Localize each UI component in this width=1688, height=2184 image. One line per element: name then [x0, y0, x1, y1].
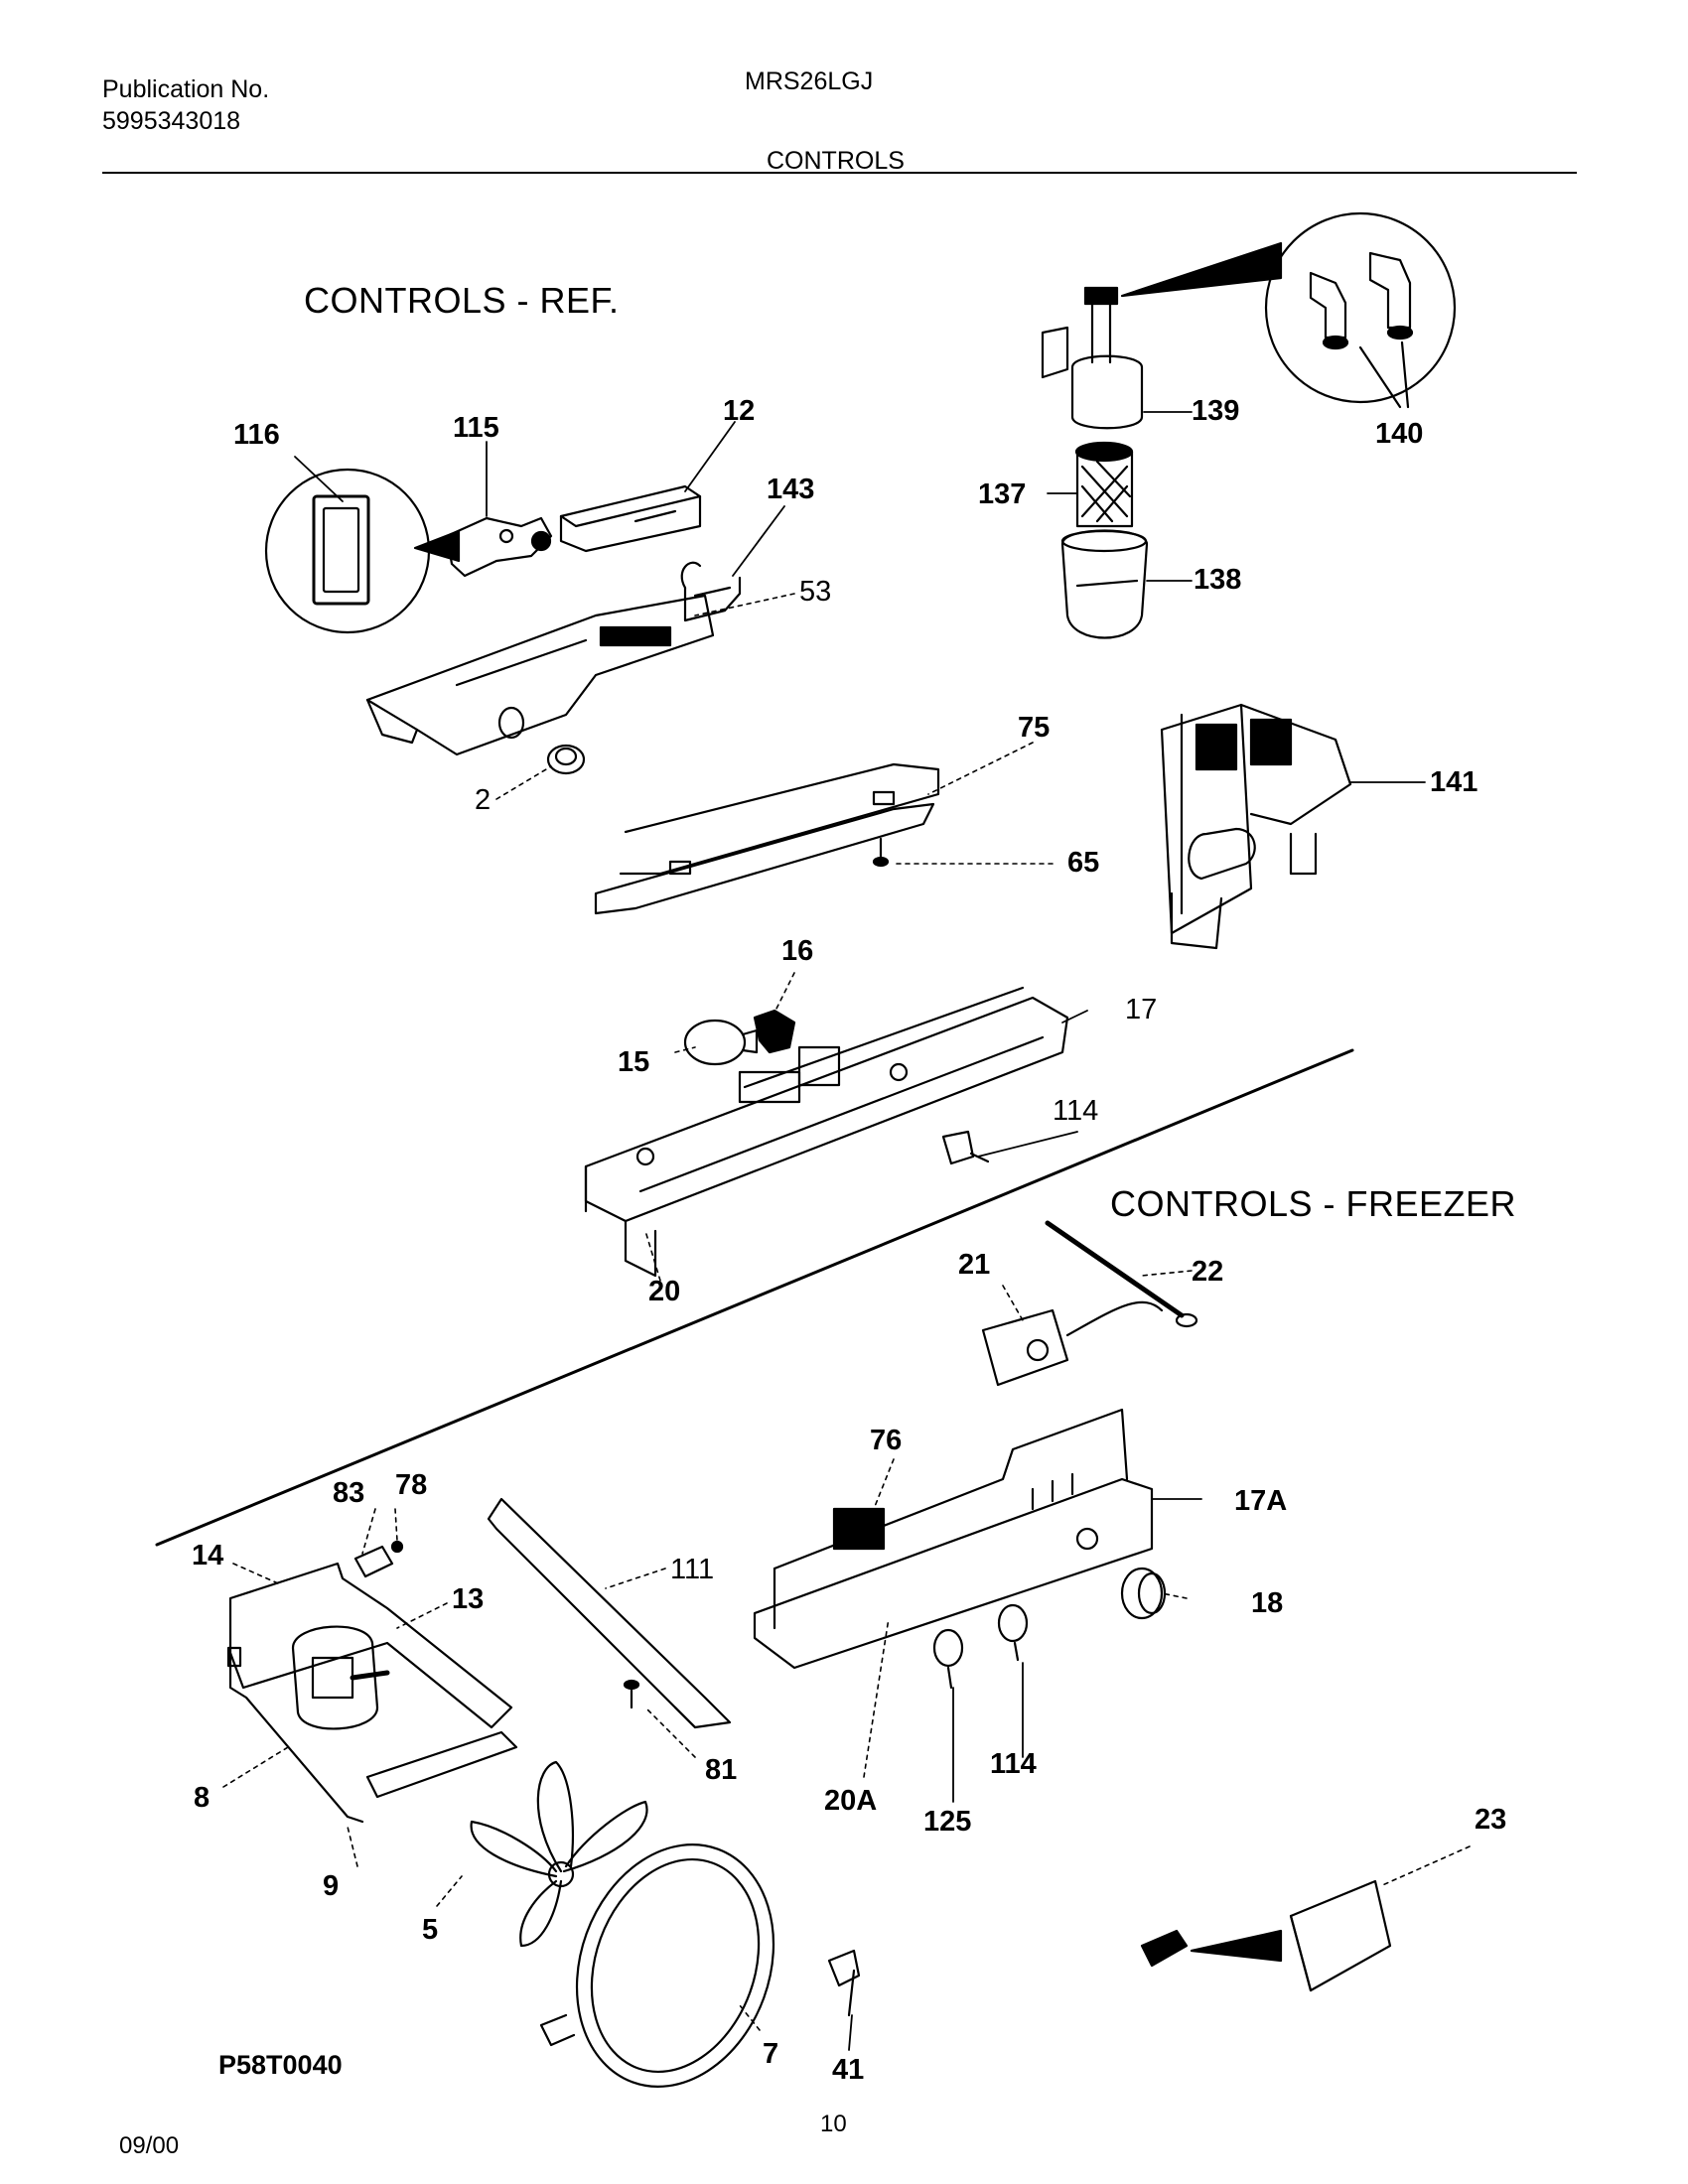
knob-18: [1120, 1567, 1167, 1620]
callout-143: 143: [767, 474, 814, 505]
gasket-detail: [264, 468, 461, 634]
clip-143: [680, 561, 742, 622]
model-number: MRS26LGJ: [745, 68, 874, 95]
freezer-section-title: CONTROLS - FREEZER: [1110, 1183, 1517, 1224]
callout-138: 138: [1194, 564, 1241, 596]
fan-blade-5: [470, 1760, 648, 1948]
callout-17: 17: [1125, 994, 1157, 1025]
diagram-code: P58T0040: [218, 2050, 343, 2080]
publication-label: Publication No.: [102, 75, 270, 103]
fittings-detail: [1264, 211, 1457, 409]
callout-139: 139: [1192, 395, 1239, 427]
knob-2: [546, 744, 586, 775]
switch-114-lower: [997, 1603, 1029, 1662]
callout-111: 111: [670, 1554, 714, 1585]
page-number: 10: [820, 2111, 847, 2137]
callout-12: 12: [723, 395, 755, 427]
callout-20: 20: [648, 1276, 680, 1307]
callout-116: 116: [233, 419, 280, 451]
callout-22: 22: [1192, 1256, 1223, 1288]
motor-13: [291, 1625, 390, 1730]
freezer-housing-17A: [753, 1408, 1154, 1670]
callout-53: 53: [799, 576, 831, 608]
callout-18: 18: [1251, 1587, 1283, 1619]
section-divider: [155, 1048, 1354, 1547]
filter-cartridge-137: [1074, 441, 1134, 528]
callout-125: 125: [923, 1806, 971, 1838]
screw-41: [827, 1949, 861, 2017]
callout-83: 83: [333, 1477, 364, 1509]
callout-7: 7: [763, 2038, 778, 2070]
motor-bracket-14: [226, 1562, 518, 1824]
callout-114-upper: 114: [1053, 1095, 1098, 1127]
publication-number: 5995343018: [102, 107, 241, 135]
callout-13: 13: [452, 1583, 484, 1615]
callout-78: 78: [395, 1469, 427, 1501]
bulb-15: [683, 1019, 759, 1066]
shroud-7: [539, 1843, 775, 2088]
callout-140: 140: [1375, 418, 1423, 450]
callout-20A: 20A: [824, 1785, 877, 1817]
callout-15: 15: [618, 1046, 649, 1078]
callout-21: 21: [958, 1249, 990, 1281]
callout-141: 141: [1430, 766, 1477, 798]
callout-5: 5: [422, 1914, 438, 1946]
section-header: CONTROLS: [767, 147, 905, 175]
footer-date: 09/00: [119, 2132, 180, 2159]
light-housing-17: [584, 986, 1069, 1278]
callout-75: 75: [1018, 712, 1050, 744]
socket-16: [753, 1009, 796, 1054]
housing-53: [365, 594, 715, 756]
bracket-83: [353, 1540, 404, 1578]
filter-head-139: [1041, 241, 1283, 430]
light-shield-12: [559, 484, 702, 553]
header-rule: [102, 172, 1577, 174]
callout-81: 81: [705, 1754, 737, 1786]
screw-81: [623, 1679, 640, 1709]
callout-41: 41: [832, 2054, 864, 2086]
callout-9: 9: [323, 1870, 339, 1902]
callout-114-lower: 114: [990, 1748, 1037, 1780]
switch-115: [445, 516, 553, 578]
switch-125: [932, 1628, 964, 1690]
callout-23: 23: [1475, 1804, 1506, 1836]
callout-14: 14: [192, 1540, 223, 1571]
capillary-22: [1045, 1220, 1198, 1328]
filter-bowl-138: [1060, 529, 1149, 639]
screw-65: [872, 837, 890, 868]
plate-75: [594, 762, 940, 915]
switch-114-upper: [941, 1130, 990, 1165]
callout-65: 65: [1067, 847, 1099, 879]
duct-111: [487, 1497, 732, 1729]
callout-16: 16: [781, 935, 813, 967]
callout-2: 2: [475, 784, 491, 816]
callout-8: 8: [194, 1782, 210, 1814]
callout-115: 115: [453, 412, 499, 444]
thermostat-21: [981, 1300, 1164, 1387]
callout-17A: 17A: [1234, 1485, 1287, 1517]
water-valve-141: [1160, 703, 1352, 950]
callout-labels: 116 115 12 143 53 2 139 140 137 138 75 6…: [192, 395, 1506, 2086]
ref-section-title: CONTROLS - REF.: [304, 280, 620, 321]
damper-23: [1140, 1879, 1392, 1992]
callout-76: 76: [870, 1425, 902, 1456]
callout-137: 137: [978, 478, 1026, 510]
